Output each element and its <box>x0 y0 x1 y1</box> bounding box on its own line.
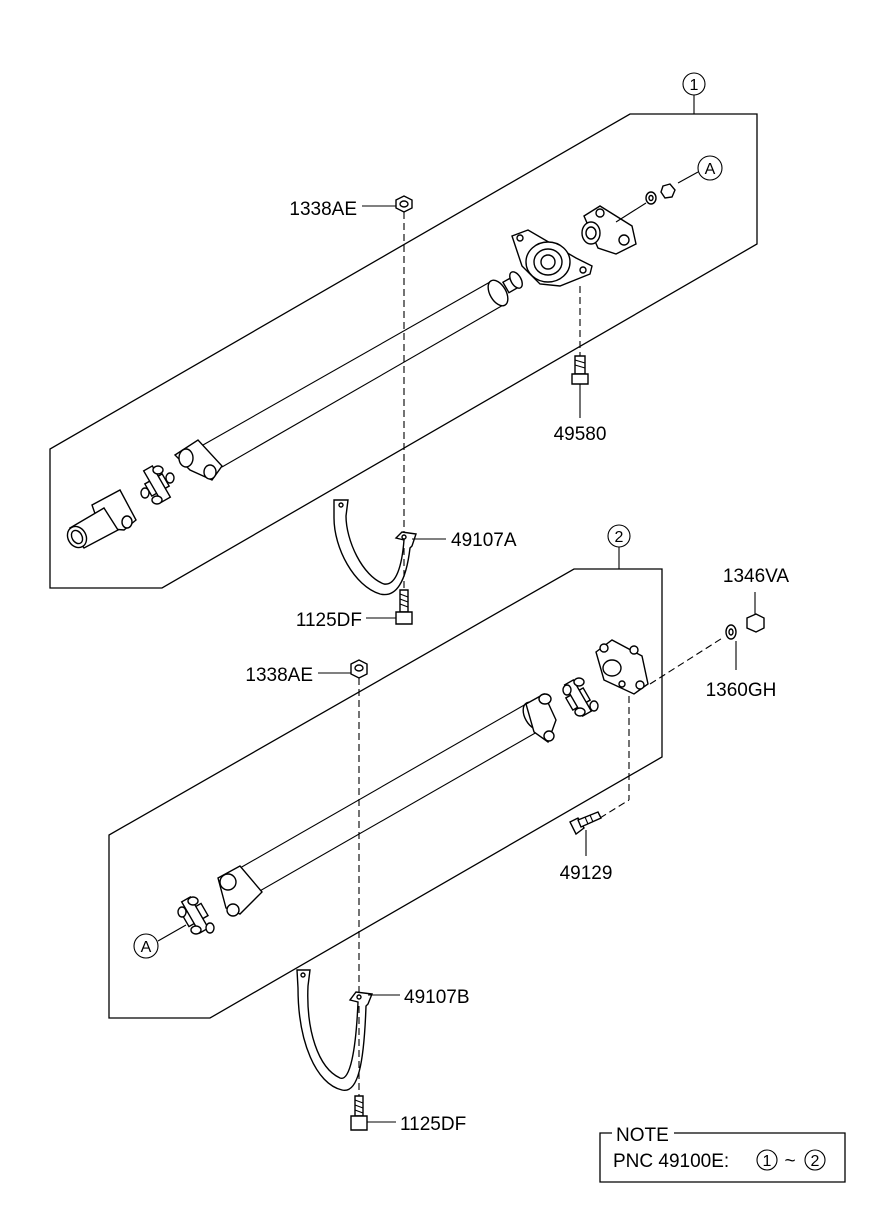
nut-1346va: 1346VA <box>723 566 790 633</box>
note-text: PNC 49100E: <box>613 1151 729 1172</box>
svg-text:2: 2 <box>615 529 624 546</box>
bolt-1125df-1: 1125DF <box>296 548 413 631</box>
note-range-start: 1 <box>763 1153 772 1170</box>
note-range-end: 2 <box>811 1153 820 1170</box>
ref-a-marker-1: A <box>677 155 723 184</box>
shaft-yoke-2a <box>217 865 263 917</box>
flange-yoke-1 <box>581 205 637 255</box>
front-shaft-tube <box>239 701 546 893</box>
svg-text:A: A <box>705 161 716 178</box>
nut-1338ae-2: 1338AE <box>245 659 368 686</box>
universal-joint-2a <box>177 895 215 935</box>
svg-text:A: A <box>141 939 152 956</box>
label-1346va: 1346VA <box>723 566 790 587</box>
universal-joint-2b <box>562 677 599 718</box>
universal-joint-1 <box>140 464 175 505</box>
bracket-49107a: 49107A <box>333 499 517 596</box>
label-1338ae-1: 1338AE <box>289 199 357 220</box>
washer-nut-1 <box>615 183 676 223</box>
washer-1360gh: 1360GH <box>649 624 777 701</box>
label-1125df-2: 1125DF <box>400 1114 466 1135</box>
bolt-49129: 49129 <box>560 811 613 884</box>
label-49107a: 49107A <box>451 530 517 551</box>
assembly-1-marker: 1 <box>682 72 706 96</box>
ref-a-marker-2: A <box>133 924 187 959</box>
assembly-2: 2 <box>108 524 790 1135</box>
assembly-2-outline <box>108 568 663 1019</box>
svg-text:1: 1 <box>690 77 699 94</box>
assembly-1: 1 <box>49 72 758 631</box>
shaft-yoke-1 <box>173 439 223 481</box>
bracket-49107b: 49107B <box>296 969 470 1091</box>
nut-1338ae-1: 1338AE <box>289 195 413 220</box>
slip-yoke-1 <box>66 489 137 549</box>
label-49580: 49580 <box>554 424 607 445</box>
shaft-yoke-2b <box>525 693 557 744</box>
label-1338ae-2: 1338AE <box>245 665 313 686</box>
rear-shaft-tube <box>202 271 523 468</box>
assembly-1-outline <box>49 113 758 589</box>
assembly-2-marker: 2 <box>607 524 631 548</box>
note-title: NOTE <box>616 1125 669 1146</box>
bolt-49580: 49580 <box>554 355 607 445</box>
center-bearing-1 <box>511 229 593 287</box>
bolt-1125df-2: 1125DF <box>350 1006 466 1135</box>
note-box: NOTE PNC 49100E: 1 ~ 2 <box>599 1125 846 1183</box>
label-49107b: 49107B <box>404 987 470 1008</box>
label-49129: 49129 <box>560 863 613 884</box>
flange-yoke-2 <box>595 639 649 695</box>
label-1360gh: 1360GH <box>706 680 777 701</box>
note-range-sep: ~ <box>784 1151 795 1172</box>
label-1125df-1: 1125DF <box>296 610 362 631</box>
